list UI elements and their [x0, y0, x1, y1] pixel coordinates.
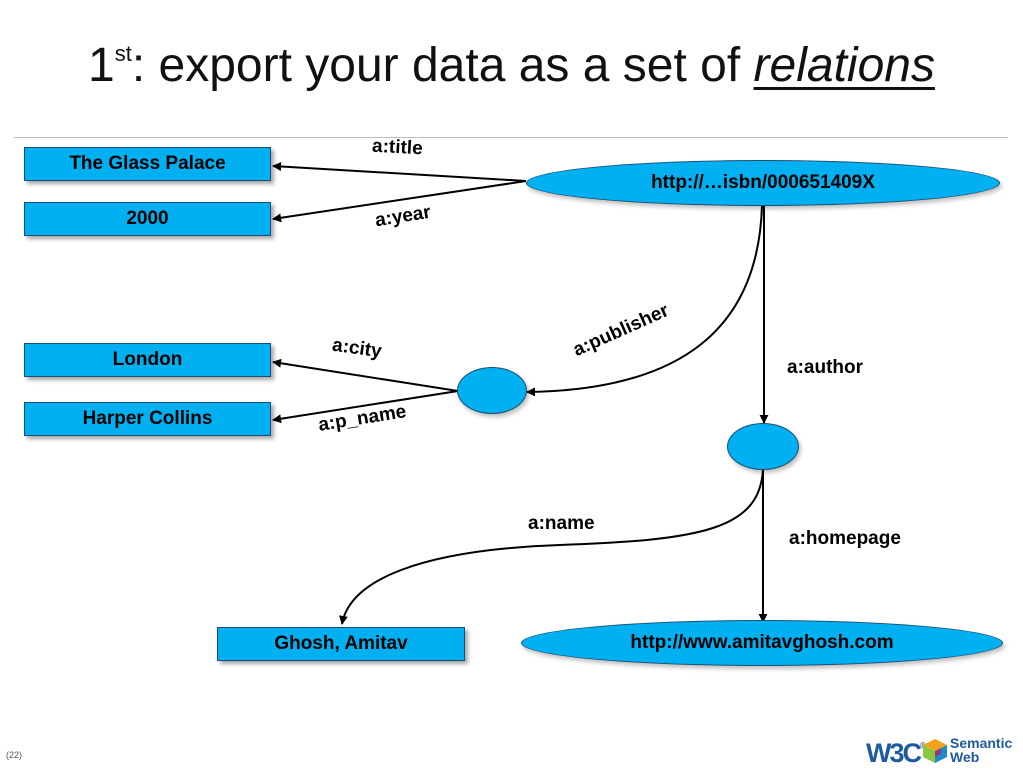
edge-title: [272, 161, 527, 182]
edge-label-title: a:title: [371, 135, 424, 160]
node-publisher-blank: [457, 367, 527, 414]
edge-city: [272, 358, 459, 392]
title-emphasis: relations: [753, 39, 935, 92]
title-colon: :: [131, 39, 146, 92]
edge-label-author: a:author: [787, 357, 863, 378]
w3c-wordmark: W3C®: [866, 738, 926, 768]
edge-name: [339, 468, 764, 625]
node-city-literal: London: [24, 343, 271, 377]
edge-label-homepage: a:homepage: [789, 528, 901, 549]
edge-p-name: [272, 390, 459, 424]
node-year-literal: 2000: [24, 202, 271, 236]
node-homepage-resource: http://www.amitavghosh.com: [521, 620, 1003, 666]
title-ordinal: st: [114, 41, 132, 66]
semantic-web-cube-icon: [923, 739, 947, 763]
node-author-name-literal: Ghosh, Amitav: [217, 627, 465, 661]
slide-title: 1st: export your data as a set of relati…: [0, 38, 1023, 93]
page-number: (22): [6, 750, 23, 760]
node-book-resource: http://…isbn/000651409X: [526, 160, 1000, 206]
title-number: 1: [88, 39, 115, 92]
node-title-literal: The Glass Palace: [24, 147, 271, 181]
edge-publisher: [526, 205, 763, 397]
edge-label-name: a:name: [528, 513, 595, 534]
node-author-blank: [727, 423, 799, 470]
title-text: export your data as a set of: [145, 39, 754, 92]
node-publisher-name-literal: Harper Collins: [24, 402, 271, 436]
edge-year: [272, 180, 527, 223]
title-divider: [14, 137, 1008, 138]
